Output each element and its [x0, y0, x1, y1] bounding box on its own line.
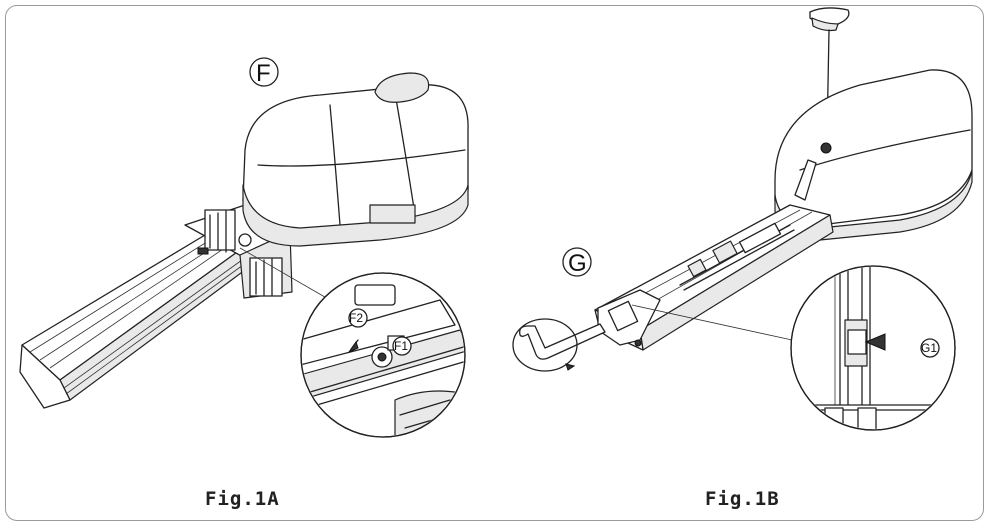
fig-1a-label-f: F: [249, 57, 279, 87]
fig-1a-detail-view: [300, 272, 466, 438]
fig-1a-leader-line: [239, 247, 331, 301]
fig-1b-label-detail-1: G1: [921, 341, 937, 355]
fig-1a-label-f1: F1: [392, 336, 412, 356]
fig-1a-label-f2: F2: [348, 308, 368, 328]
fig-1b-illustration: G G1: [512, 7, 973, 431]
fig-1b-label-g: G: [562, 247, 592, 277]
fig-1a-label-main: F: [256, 60, 271, 87]
fig-1a-rail: [19, 234, 246, 409]
fig-1a-label-detail-2: F2: [349, 311, 363, 325]
fig-1b-label-main: G: [568, 250, 587, 277]
fig-1b-caption: Fig.1B: [705, 488, 780, 510]
fig-1b-label-g1: G1: [920, 338, 940, 358]
fig-1a-label-detail-1: F1: [394, 339, 408, 353]
fig-1a-carriage: [184, 204, 301, 299]
fig-1b-leader-line: [631, 304, 793, 341]
fig-1a-caption: Fig.1A: [205, 488, 280, 510]
fig-1b-crank-handle: [512, 318, 606, 372]
fig-1b-release-key: [809, 7, 850, 141]
fig-1a-motor-housing: [242, 72, 469, 247]
fig-1a-illustration: F: [19, 57, 469, 438]
